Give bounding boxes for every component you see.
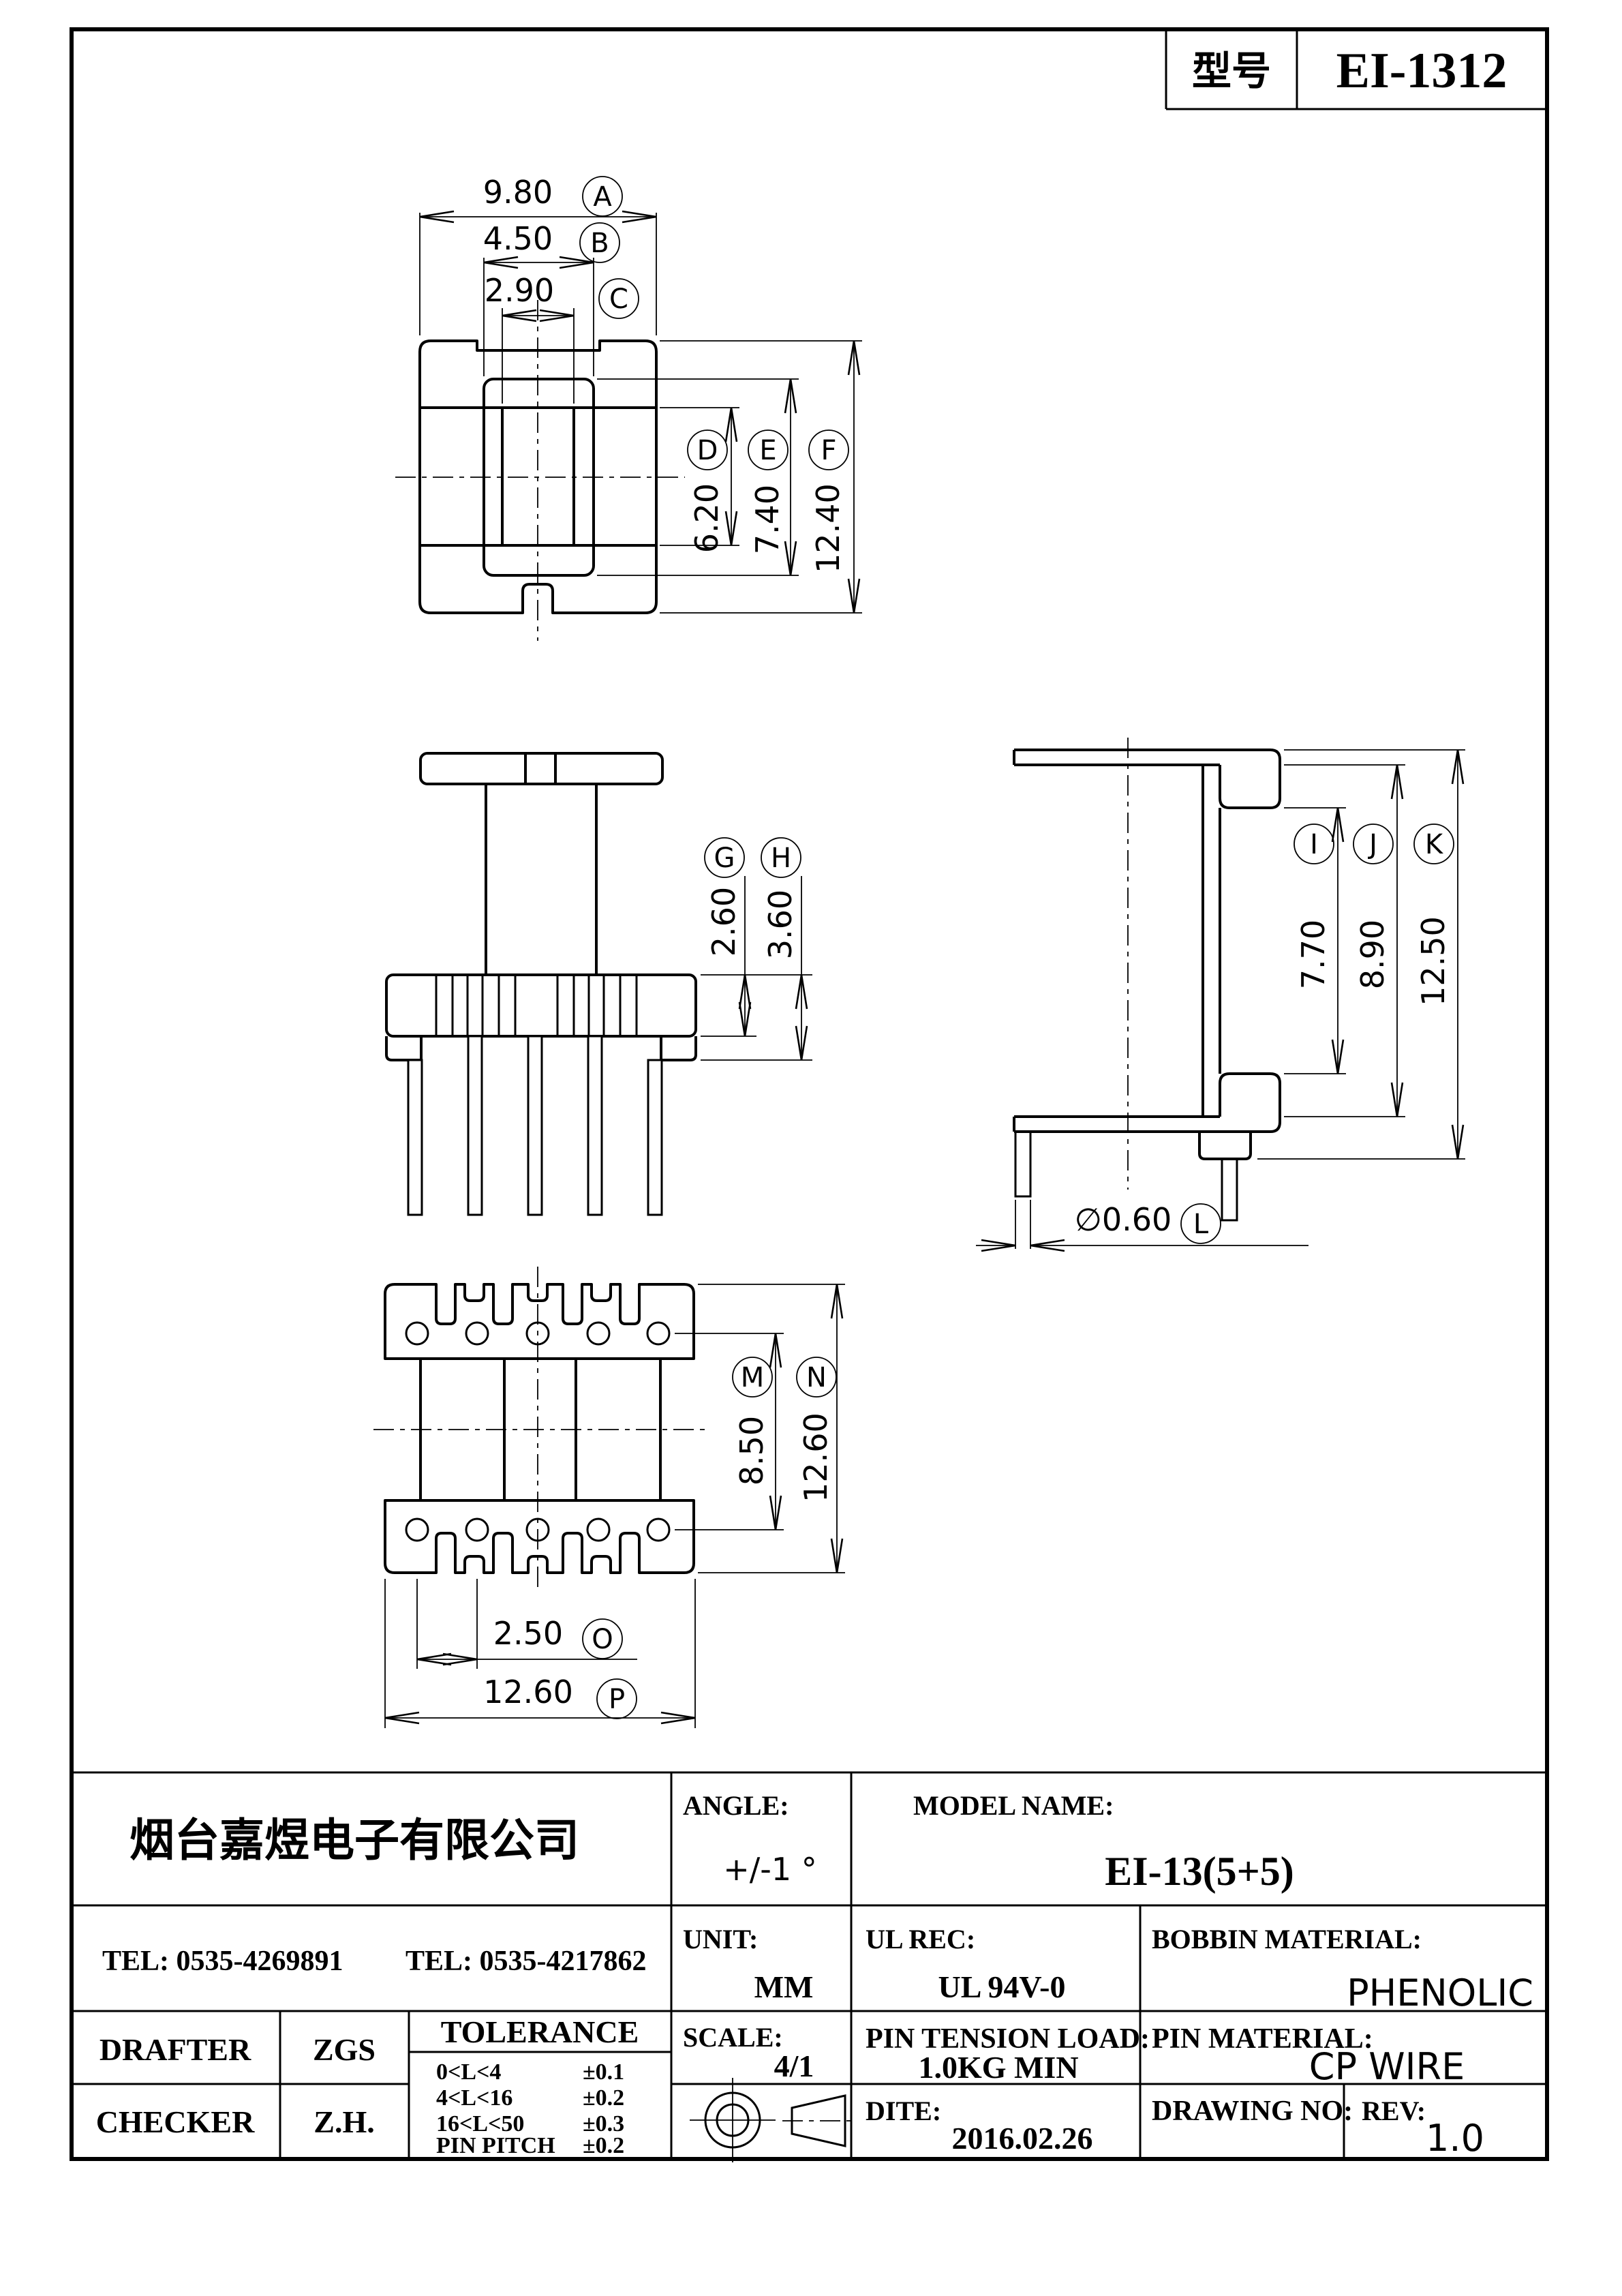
dite-value: 2016.02.26	[952, 2121, 1093, 2156]
dim-P: 12.60 P	[384, 1579, 696, 1728]
dim-E: E 7.40	[597, 378, 799, 576]
dim-M: M 8.50	[675, 1333, 784, 1530]
angle-label: ANGLE:	[683, 1790, 789, 1821]
dim-J-value: 8.90	[1354, 920, 1391, 989]
dim-N: N 12.60	[698, 1284, 845, 1573]
dim-N-letter: N	[806, 1362, 827, 1393]
dim-M-letter: M	[741, 1362, 765, 1393]
dim-C: 2.90 C	[485, 272, 639, 404]
front-view	[385, 752, 697, 1216]
dim-A: 9.80 A	[419, 174, 657, 335]
bobbin-material-value: PHENOLIC	[1347, 1972, 1533, 2014]
scale-value: 4/1	[774, 2049, 814, 2083]
dim-C-value: 2.90	[485, 272, 554, 309]
pin-tension-label: PIN TENSION LOAD:	[866, 2023, 1150, 2055]
dim-J: J 8.90	[1284, 764, 1405, 1117]
dim-O-letter: O	[592, 1624, 613, 1655]
side-view	[1013, 738, 1281, 1222]
dim-D: D 6.20	[660, 407, 739, 553]
dim-F: F 12.40	[660, 340, 862, 614]
dim-E-letter: E	[759, 435, 776, 466]
checker-label: CHECKER	[96, 2104, 255, 2139]
ul-rec-value: UL 94V-0	[938, 1969, 1066, 2004]
info-table: 烟台嘉煜电子有限公司 TEL: 0535-4269891 TEL: 0535-4…	[72, 1771, 1547, 2162]
dim-G: G 2.60	[701, 837, 812, 1037]
company-name: 烟台嘉煜电子有限公司	[129, 1816, 579, 1866]
model-name-label: MODEL NAME:	[913, 1790, 1114, 1821]
dim-P-value: 12.60	[483, 1674, 573, 1710]
dite-label: DITE:	[866, 2096, 941, 2126]
tolerance-row-1-range: 0<L<4	[436, 2059, 501, 2085]
dim-B: 4.50 B	[483, 220, 620, 376]
tolerance-row-2-range: 4<L<16	[436, 2085, 512, 2111]
dim-M-value: 8.50	[733, 1416, 770, 1485]
dim-I: I 7.70	[1284, 807, 1346, 1074]
dim-K: K 12.50	[1257, 749, 1465, 1160]
tolerance-title: TOLERANCE	[441, 2014, 639, 2049]
dim-F-letter: F	[821, 435, 836, 466]
unit-label: UNIT:	[683, 1924, 758, 1954]
dim-C-letter: C	[609, 284, 628, 315]
drafter-label: DRAFTER	[100, 2032, 251, 2067]
dim-P-letter: P	[609, 1684, 625, 1715]
dim-H: H 3.60	[701, 837, 812, 1061]
dim-K-value: 12.50	[1415, 916, 1452, 1006]
projection-symbol-icon	[690, 2078, 856, 2162]
dim-A-value: 9.80	[483, 174, 553, 211]
model-name-value: EI-13(5+5)	[1105, 1849, 1294, 1894]
dim-B-value: 4.50	[483, 220, 553, 257]
front-view-base-teeth	[435, 975, 638, 1036]
scale-label: SCALE:	[683, 2022, 783, 2053]
dim-O: 2.50 O	[416, 1579, 637, 1669]
model-no-label: 型号	[1192, 49, 1271, 93]
dim-H-value: 3.60	[762, 890, 799, 959]
drawing-no-label: DRAWING NO:	[1152, 2096, 1353, 2127]
dim-O-value: 2.50	[493, 1615, 563, 1652]
dim-D-value: 6.20	[688, 483, 725, 553]
company-tel-1: TEL: 0535-4269891	[102, 1946, 343, 1977]
dim-J-letter: J	[1367, 829, 1377, 860]
tolerance-row-3-range: 16<L<50	[436, 2111, 524, 2136]
dim-B-letter: B	[590, 228, 609, 259]
rev-label: REV:	[1362, 2096, 1426, 2126]
dim-I-letter: I	[1310, 829, 1318, 860]
dim-F-value: 12.40	[810, 483, 846, 573]
pin-tension-value: 1.0KG MIN	[918, 2050, 1078, 2085]
dim-D-letter: D	[697, 435, 718, 466]
dim-G-value: 2.60	[705, 887, 742, 956]
front-view-pins	[407, 1035, 663, 1216]
pin-material-value: CP WIRE	[1309, 2045, 1465, 2088]
bottom-view	[373, 1267, 707, 1590]
tolerance-row-4-value: ±0.2	[583, 2133, 624, 2158]
tolerance-row-2-value: ±0.2	[583, 2085, 624, 2111]
tolerance-row-1-value: ±0.1	[583, 2059, 624, 2085]
top-view	[395, 300, 685, 641]
dim-K-letter: K	[1425, 829, 1444, 860]
company-tel-2: TEL: 0535-4217862	[406, 1946, 647, 1977]
dim-E-value: 7.40	[749, 485, 786, 554]
unit-value: MM	[754, 1969, 814, 2004]
drafter-value: ZGS	[313, 2032, 376, 2067]
dim-H-letter: H	[771, 843, 791, 874]
bottom-view-pin-holes-top	[405, 1321, 671, 1346]
dim-I-value: 7.70	[1295, 920, 1332, 989]
dim-L-letter: L	[1193, 1209, 1209, 1240]
pin-material-label: PIN MATERIAL:	[1152, 2023, 1373, 2055]
dim-L-value: ∅0.60	[1075, 1201, 1172, 1238]
dim-G-letter: G	[714, 843, 735, 874]
sheet-border	[70, 27, 1549, 2161]
ul-rec-label: UL REC:	[866, 1924, 975, 1954]
title-block: 型号 EI-1312	[1165, 29, 1547, 110]
dim-N-value: 12.60	[797, 1413, 834, 1502]
angle-value: +/-1 °	[723, 1851, 817, 1888]
rev-value: 1.0	[1426, 2117, 1484, 2160]
dim-L: ∅0.60 L	[976, 1200, 1309, 1252]
tolerance-row-3-value: ±0.3	[583, 2111, 624, 2136]
tolerance-row-4-range: PIN PITCH	[436, 2133, 555, 2158]
bobbin-material-label: BOBBIN MATERIAL:	[1152, 1924, 1422, 1954]
checker-value: Z.H.	[313, 2104, 374, 2139]
dim-A-letter: A	[593, 181, 612, 213]
model-no-value: EI-1312	[1336, 43, 1508, 99]
